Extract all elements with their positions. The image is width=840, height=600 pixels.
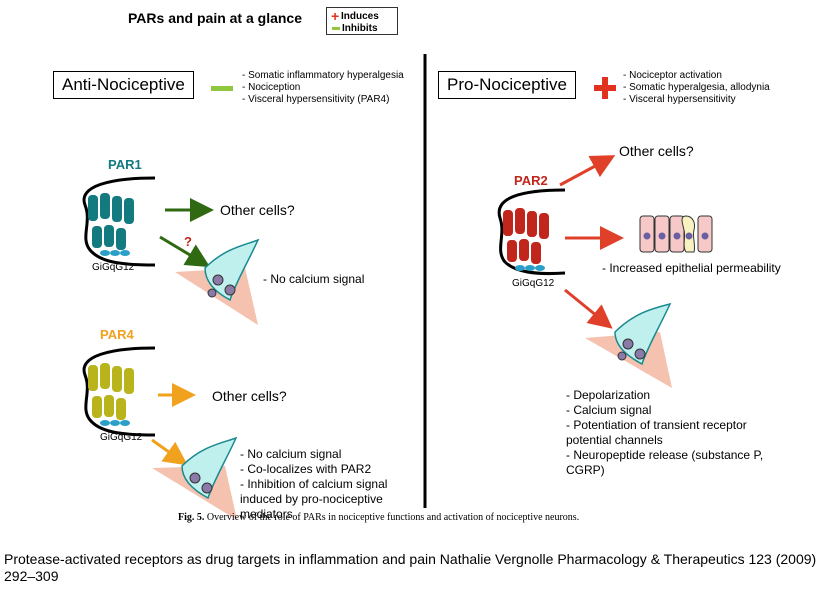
par4-note-item: - Co-localizes with PAR2 (240, 462, 372, 476)
par4-note-item: mediators (240, 507, 293, 521)
minus-icon (332, 26, 340, 30)
par4-arrow-neuron (151, 438, 188, 466)
caption-label: Fig. 5. (178, 512, 205, 523)
par2-label: PAR2 (514, 173, 548, 188)
par1-g-proteins: GiGqG12 (92, 262, 135, 273)
par2-note-item: - Neuropeptide release (substance P, (566, 448, 764, 462)
par2-note-item: potential channels (566, 433, 663, 447)
pro-effect-item: - Nociceptor activation (623, 70, 722, 81)
par4-note-item: - Inhibition of calcium signal (240, 477, 388, 491)
par4-other-cells: Other cells? (212, 388, 287, 404)
par4-neuron-notes: - No calcium signal - Co-localizes with … (240, 447, 387, 522)
par2-neuron (585, 302, 672, 388)
induce-plus-icon (594, 77, 616, 99)
anti-effect-item: - Visceral hypersensitivity (PAR4) (242, 94, 390, 105)
legend-induces: + Induces (331, 8, 397, 24)
pro-nociceptive-label: Pro-Nociceptive (438, 71, 576, 99)
legend-induces-label: Induces (341, 10, 379, 22)
par1-neuron (175, 238, 260, 325)
anti-effect-item: - Somatic inflammatory hyperalgesia (242, 70, 404, 81)
anti-effects-list: - Somatic inflammatory hyperalgesia - No… (242, 70, 404, 106)
epithelial-cells (639, 215, 713, 253)
figure-caption: Fig. 5. Overview of the role of PARs in … (178, 512, 579, 523)
par4-receptor (82, 346, 156, 437)
par2-arrow-neuron (564, 288, 613, 329)
par1-receptor (82, 176, 156, 267)
par4-note-item: - No calcium signal (240, 447, 342, 461)
legend: + Induces Inhibits (326, 7, 398, 35)
par1-arrow-neuron (159, 235, 211, 268)
par4-g-proteins: GiGqG12 (100, 432, 143, 443)
par4-note-item: induced by pro-nociceptive (240, 492, 383, 506)
par1-label: PAR1 (108, 157, 142, 172)
caption-text: Overview of the role of PARs in nocicept… (206, 512, 580, 523)
legend-inhibits: Inhibits (331, 22, 397, 34)
pro-effect-item: - Visceral hypersensitivity (623, 94, 736, 105)
inhibit-minus-icon (211, 86, 233, 91)
par2-other-cells: Other cells? (619, 143, 694, 159)
par2-epithelial-note: - Increased epithelial permeability (602, 261, 781, 275)
par1-neuron-note: - No calcium signal (263, 272, 365, 286)
par4-label: PAR4 (100, 327, 134, 342)
par1-other-cells: Other cells? (220, 202, 295, 218)
par2-note-item: - Depolarization (566, 388, 651, 402)
anti-effect-item: - Nociception (242, 82, 301, 93)
par1-question-mark: ? (184, 234, 192, 249)
par4-neuron (152, 436, 238, 520)
anti-nociceptive-label: Anti-Nociceptive (53, 71, 194, 99)
par2-note-item: - Calcium signal (566, 403, 652, 417)
par2-receptor (497, 188, 566, 276)
legend-inhibits-label: Inhibits (342, 22, 378, 34)
par2-note-item: CGRP) (566, 463, 605, 477)
citation: Protease-activated receptors as drug tar… (4, 551, 817, 584)
pro-effect-item: - Somatic hyperalgesia, allodynia (623, 82, 770, 93)
par2-note-item: - Potentiation of transient receptor (566, 418, 747, 432)
figure-title: PARs and pain at a glance (128, 10, 303, 26)
par2-arrow-other-cells (559, 155, 616, 187)
par2-g-proteins: GiGqG12 (512, 278, 555, 289)
plus-icon: + (331, 8, 340, 24)
par2-neuron-notes: - Depolarization - Calcium signal - Pote… (566, 388, 763, 478)
pro-effects-list: - Nociceptor activation - Somatic hypera… (623, 70, 770, 106)
